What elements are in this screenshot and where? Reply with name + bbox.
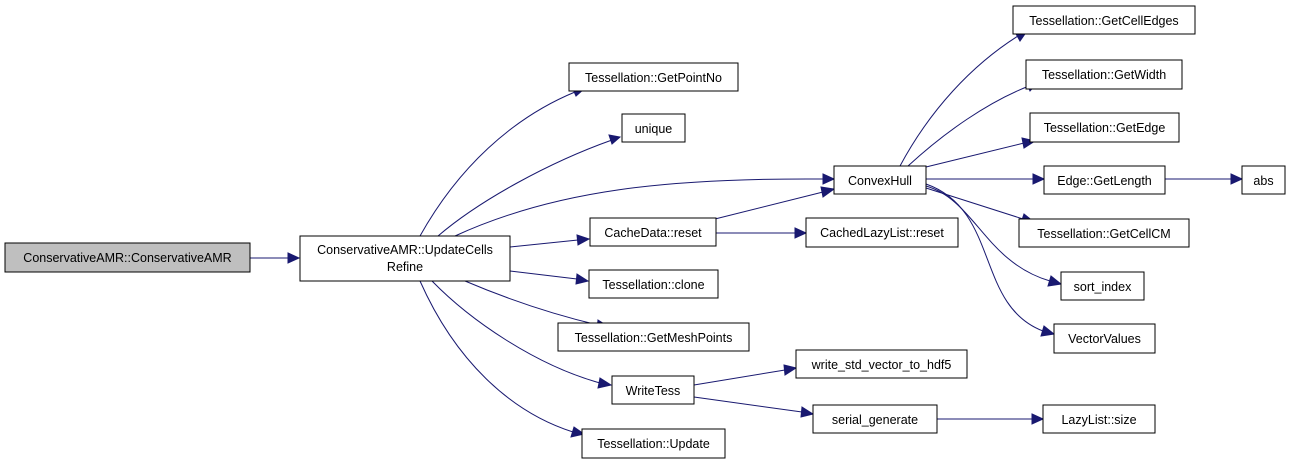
edge-write-tess-to-serial-generate [693, 396, 815, 418]
node-label: Tessellation::GetCellEdges [1029, 14, 1178, 28]
node-tessellation-clone[interactable]: Tessellation::clone [588, 269, 719, 299]
node-label: Tessellation::GetMeshPoints [575, 331, 733, 345]
node-get-point-no[interactable]: Tessellation::GetPointNo [568, 62, 739, 92]
node-label: CacheData::reset [604, 226, 702, 240]
node-label-line2: Refine [387, 260, 423, 274]
node-label: Tessellation::Update [597, 437, 710, 451]
edge-cache-data-reset-to-cached-lazy-list-reset [716, 227, 808, 239]
edge-update-to-unique [437, 134, 622, 237]
node-label: ConvexHull [848, 174, 912, 188]
edge-serial-generate-to-lazy-list-size [937, 413, 1045, 425]
edge-convex-hull-to-sort-index [925, 185, 1063, 287]
edge-update-to-write-tess [431, 280, 613, 389]
node-label: abs [1253, 174, 1273, 188]
node-get-cell-cm[interactable]: Tessellation::GetCellCM [1018, 218, 1190, 248]
edge-convex-hull-to-vector-values [925, 183, 1056, 337]
node-label: ConservativeAMR::ConservativeAMR [23, 251, 231, 265]
node-label: Edge::GetLength [1057, 174, 1152, 188]
node-vector-values[interactable]: VectorValues [1053, 323, 1156, 354]
node-conservative-amr-constructor[interactable]: ConservativeAMR::ConservativeAMR [4, 242, 251, 273]
node-tessellation-update[interactable]: Tessellation::Update [581, 428, 726, 459]
edge-cache-data-reset-to-convex-hull [714, 186, 836, 220]
node-cache-data-reset[interactable]: CacheData::reset [589, 217, 717, 247]
node-sort-index[interactable]: sort_index [1060, 271, 1145, 301]
edge-update-to-clone [509, 270, 590, 285]
node-label: Tessellation::GetWidth [1042, 68, 1166, 82]
node-convex-hull[interactable]: ConvexHull [833, 165, 927, 195]
edge-convex-hull-to-get-width [907, 81, 1040, 167]
node-label-line1: ConservativeAMR::UpdateCells [317, 243, 493, 257]
node-label: Tessellation::GetEdge [1044, 121, 1166, 135]
edge-convex-hull-to-get-cell-edges [899, 30, 1029, 167]
node-label: WriteTess [626, 384, 681, 398]
edge-edge-get-length-to-abs [1165, 173, 1244, 185]
node-label: LazyList::size [1061, 413, 1136, 427]
node-get-mesh-points[interactable]: Tessellation::GetMeshPoints [557, 322, 750, 352]
node-get-width[interactable]: Tessellation::GetWidth [1025, 59, 1183, 90]
node-label: Tessellation::GetCellCM [1037, 227, 1170, 241]
call-graph-nodes: ConservativeAMR::ConservativeAMR Conserv… [4, 5, 1286, 459]
edge-update-to-cache-data-reset [509, 234, 591, 248]
edge-convex-hull-to-get-edge [925, 137, 1037, 168]
node-cached-lazy-list-reset[interactable]: CachedLazyList::reset [805, 217, 959, 248]
node-update-cells-refine[interactable]: ConservativeAMR::UpdateCells Refine [299, 235, 511, 282]
node-label: CachedLazyList::reset [820, 226, 944, 240]
node-label: sort_index [1074, 280, 1132, 294]
node-label: Tessellation::clone [602, 278, 704, 292]
node-label: VectorValues [1068, 332, 1141, 346]
node-lazy-list-size[interactable]: LazyList::size [1042, 404, 1156, 434]
node-get-edge[interactable]: Tessellation::GetEdge [1029, 112, 1180, 143]
node-label: Tessellation::GetPointNo [585, 71, 722, 85]
node-abs[interactable]: abs [1241, 165, 1286, 195]
node-write-tess[interactable]: WriteTess [611, 375, 695, 405]
node-label: serial_generate [832, 413, 918, 427]
node-edge-get-length[interactable]: Edge::GetLength [1043, 165, 1166, 195]
call-graph-edges [250, 30, 1244, 438]
edge-root-to-update-cells-refine [250, 252, 301, 264]
edge-update-to-tess-update [419, 280, 586, 438]
edge-write-tess-to-hdf5 [693, 364, 798, 386]
node-label: write_std_vector_to_hdf5 [811, 358, 952, 372]
edge-update-to-convex-hull [454, 173, 836, 237]
node-label: unique [635, 122, 673, 136]
node-write-std-vector-to-hdf5[interactable]: write_std_vector_to_hdf5 [795, 349, 968, 379]
node-get-cell-edges[interactable]: Tessellation::GetCellEdges [1012, 5, 1196, 35]
edge-convex-hull-to-edge-get-length [926, 173, 1046, 185]
node-serial-generate[interactable]: serial_generate [812, 404, 938, 434]
node-unique[interactable]: unique [621, 113, 686, 143]
